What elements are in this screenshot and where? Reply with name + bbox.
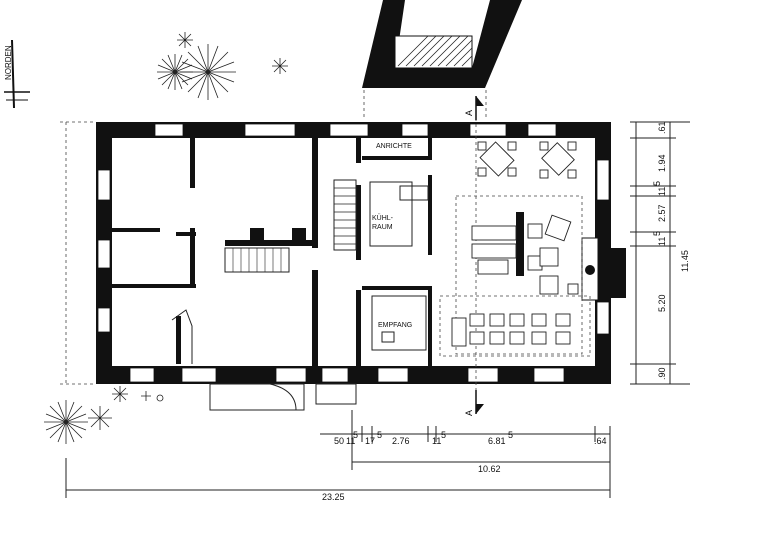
fireplace (581, 237, 626, 301)
svg-text:11: 11 (432, 436, 441, 446)
window-openings (97, 123, 610, 383)
svg-text:5.20: 5.20 (657, 294, 667, 312)
staircase (224, 179, 357, 273)
table-group (477, 141, 577, 179)
svg-text:11.45: 11.45 (680, 250, 690, 272)
svg-text:5: 5 (441, 430, 446, 440)
svg-text:2.76: 2.76 (392, 436, 410, 446)
kuehlraum-label-1: KÜHL- (372, 214, 394, 222)
right-dimensions: .61 1.94 5 11 2.57 5 11 5.20 .90 11.45 (630, 121, 690, 385)
svg-text:11: 11 (346, 436, 355, 446)
svg-text:.64: .64 (594, 436, 607, 446)
anrichte-label: ANRICHTE (376, 143, 412, 150)
svg-text:A: A (464, 410, 474, 416)
svg-text:11: 11 (657, 187, 667, 196)
svg-text:17: 17 (365, 436, 375, 446)
svg-text:50: 50 (334, 436, 344, 446)
tree-icon (44, 32, 288, 444)
svg-text:5: 5 (652, 181, 662, 186)
annex-building (362, 0, 522, 120)
table-row (451, 313, 571, 347)
svg-text:11: 11 (657, 237, 667, 246)
svg-text:2.57: 2.57 (657, 204, 667, 222)
svg-text:.90: .90 (657, 367, 667, 380)
section-marker-bottom: A (464, 390, 484, 416)
outer-walls (96, 122, 611, 384)
svg-text:1.94: 1.94 (657, 154, 667, 172)
kuehlraum-label-2: RAUM (372, 224, 393, 231)
svg-text:5: 5 (353, 430, 358, 440)
section-marker-top: A (464, 96, 484, 120)
svg-text:6.81: 6.81 (488, 436, 506, 446)
svg-text:23.25: 23.25 (322, 492, 345, 502)
svg-text:5: 5 (652, 231, 662, 236)
bottom-dimensions: 50 11 5 17 5 2.76 11 5 6.81 5 .64 10.62 … (65, 410, 611, 502)
empfang-room: EMPFANG (371, 295, 427, 351)
entrance-steps (209, 383, 357, 411)
svg-text:5: 5 (377, 430, 382, 440)
svg-text:10.62: 10.62 (478, 464, 501, 474)
svg-text:.61: .61 (657, 121, 667, 134)
bar-counter (471, 212, 579, 295)
svg-text:5: 5 (508, 430, 513, 440)
empfang-label: EMPFANG (378, 322, 412, 329)
interior-walls (112, 138, 432, 366)
north-label: NORDEN (4, 45, 13, 80)
svg-text:A: A (464, 110, 474, 116)
north-arrow: NORDEN (4, 39, 30, 109)
kuehlraum-room: KÜHL- RAUM (369, 181, 429, 247)
